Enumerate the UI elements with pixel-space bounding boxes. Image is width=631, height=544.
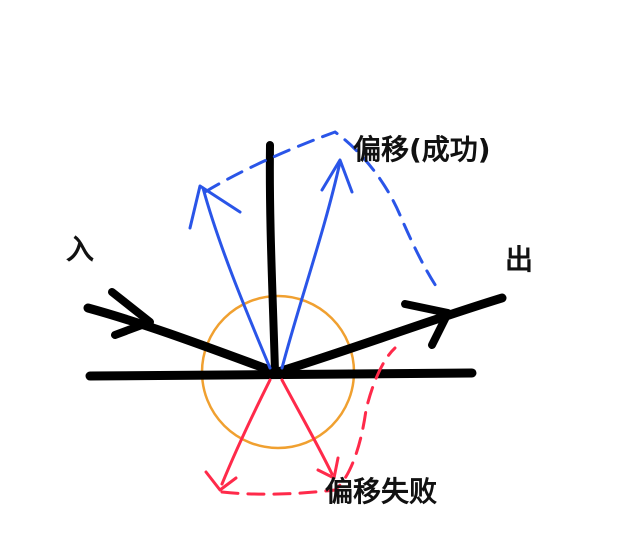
normal-line (265, 141, 279, 376)
label-offset-success: 偏移(成功) (353, 133, 491, 166)
success-arrow-right (280, 160, 342, 370)
success-arrowhead-left (188, 184, 242, 230)
outgoing-arrowhead (401, 300, 452, 349)
outgoing-ray (273, 293, 507, 377)
failure-arrow-left (220, 378, 272, 486)
label-offset-failure: 偏移失败 (325, 475, 438, 508)
incoming-ray (83, 303, 280, 377)
failure-dashed-connector (220, 346, 397, 496)
failure-arrow-right (280, 378, 334, 476)
label-incoming: 入 (66, 233, 95, 266)
failure-arrowhead-right (316, 456, 340, 480)
success-arrowhead-right (320, 158, 354, 194)
success-dashed-connector (203, 130, 442, 294)
failure-arrowhead-left (204, 470, 238, 492)
label-outgoing: 出 (505, 243, 534, 276)
incoming-arrowhead (108, 288, 154, 339)
success-arrow-left (201, 186, 272, 370)
